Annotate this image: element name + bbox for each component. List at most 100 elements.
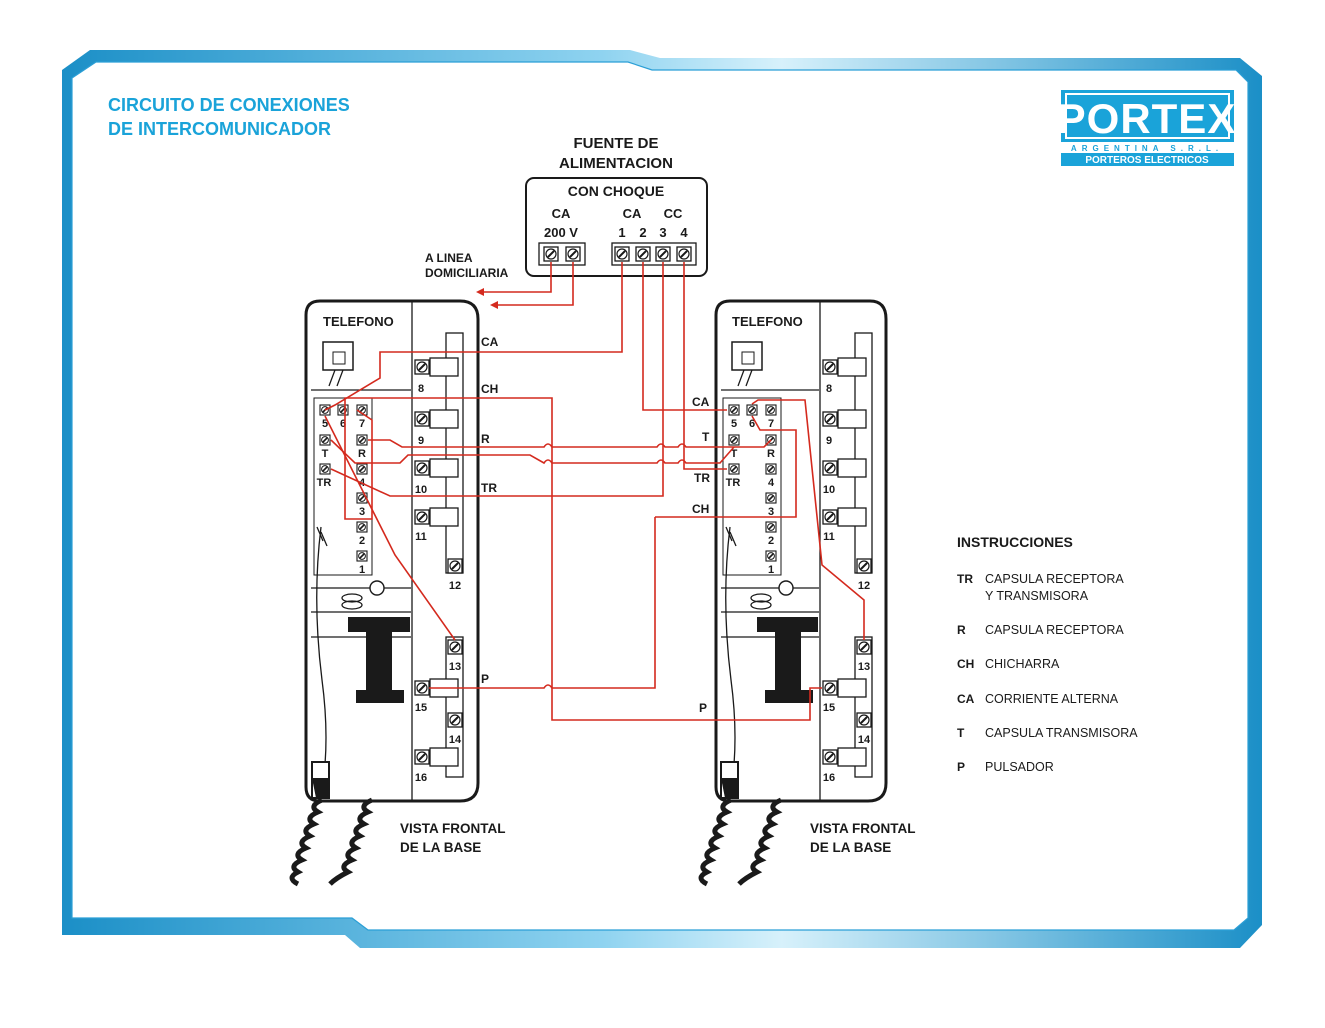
right-terminal-8-label: 8 xyxy=(826,383,832,395)
right-wire-label-ch: CH xyxy=(692,502,709,516)
left-terminal-11-label: 11 xyxy=(415,531,427,543)
wire-tr-left xyxy=(330,262,664,497)
left-terminal-tr-label: TR xyxy=(317,477,332,489)
right-wire-label-tr: TR xyxy=(694,471,710,485)
instruction-text-r: CAPSULA RECEPTORA xyxy=(985,623,1124,637)
power-ca-label: CA xyxy=(552,206,571,221)
wire-ch-right xyxy=(655,415,797,518)
left-terminal-r-label: R xyxy=(358,448,366,460)
instruction-key-r: R xyxy=(957,623,966,637)
left-terminal-6 xyxy=(337,404,349,416)
right-wire-label-p: P xyxy=(699,701,707,715)
left-wire-label-tr: TR xyxy=(481,481,497,495)
right-terminal-3 xyxy=(765,492,777,504)
phone-right-caption-line2: DE LA BASE xyxy=(810,840,891,855)
left-terminal-9-label: 9 xyxy=(418,435,424,447)
portex-logo: PORTEX ARGENTINA S.R.L. PORTEROS ELECTRI… xyxy=(1058,90,1237,166)
left-terminal-13-label: 13 xyxy=(449,661,461,673)
power-voltage-label: 200 V xyxy=(544,225,578,240)
instructions-heading: INSTRUCCIONES xyxy=(957,534,1073,550)
instruction-key-ch: CH xyxy=(957,657,974,671)
right-terminal-5-label: 5 xyxy=(731,418,737,430)
power-supply-box-title: CON CHOQUE xyxy=(568,183,664,199)
left-terminal-12-label: 12 xyxy=(449,580,461,592)
power-screw-4 xyxy=(676,246,692,262)
left-terminal-r xyxy=(356,434,368,446)
wire-right-13 xyxy=(751,399,865,640)
instruction-text-ch: CHICHARRA xyxy=(985,657,1060,671)
left-terminal-1 xyxy=(356,550,368,562)
left-terminal-15-label: 15 xyxy=(415,702,427,714)
right-terminal-4 xyxy=(765,463,777,475)
right-terminal-t-label: T xyxy=(731,448,738,460)
power-screw-ac-b xyxy=(565,246,581,262)
right-terminal-1-label: 1 xyxy=(768,564,774,576)
right-terminal-2-label: 2 xyxy=(768,535,774,547)
left-terminal-1-label: 1 xyxy=(359,564,365,576)
wire-ch-left-loop xyxy=(344,409,373,520)
left-terminal-5-label: 5 xyxy=(322,418,328,430)
wire-ch-left xyxy=(344,397,822,721)
instruction-key-t: T xyxy=(957,726,965,740)
wire-tr-right xyxy=(683,262,727,470)
power-terminal-2-label: 2 xyxy=(639,225,646,240)
instruction-text-t: CAPSULA TRANSMISORA xyxy=(985,726,1138,740)
left-terminal-t-label: T xyxy=(322,448,329,460)
right-terminal-7-label: 7 xyxy=(768,418,774,430)
wire-r xyxy=(368,439,772,448)
left-wire-label-r: R xyxy=(481,432,490,446)
wire-ca-left xyxy=(324,262,623,411)
diagram-title-line1: CIRCUITO DE CONEXIONES xyxy=(108,95,350,115)
instruction-text-p: PULSADOR xyxy=(985,760,1054,774)
right-terminal-6 xyxy=(746,404,758,416)
power-supply: FUENTE DE ALIMENTACION CON CHOQUE CA 200… xyxy=(525,135,708,277)
right-terminal-tr xyxy=(728,463,740,475)
right-terminal-t xyxy=(728,434,740,446)
right-terminal-tr-label: TR xyxy=(726,477,741,489)
right-outer-terminals: 8 9 10 11 12 13 15 14 16 xyxy=(822,357,873,784)
mains-wires xyxy=(476,262,574,309)
phone-left-label: TELEFONO xyxy=(323,314,394,329)
instruction-text-ca: CORRIENTE ALTERNA xyxy=(985,692,1119,706)
left-wire-label-ch: CH xyxy=(481,382,498,396)
instruction-key-tr: TR xyxy=(957,572,973,586)
power-screw-ac-a xyxy=(543,246,559,262)
power-screw-2 xyxy=(635,246,651,262)
phone-right: TELEFONO 5 6 7 T R TR 4 3 xyxy=(698,299,916,887)
power-terminal-1-label: 1 xyxy=(618,225,625,240)
right-terminal-11-label: 11 xyxy=(823,531,835,543)
mains-label-line1: A LINEA xyxy=(425,251,473,265)
right-terminal-12-label: 12 xyxy=(858,580,870,592)
phone-left: TELEFONO 5 6 7 T R TR 4 xyxy=(289,299,506,887)
left-terminal-14-label: 14 xyxy=(449,734,462,746)
left-terminal-7-label: 7 xyxy=(359,418,365,430)
power-ca-right-label: CA xyxy=(623,206,642,221)
left-terminal-tr xyxy=(319,463,331,475)
right-terminal-13-label: 13 xyxy=(858,661,870,673)
phone-right-label: TELEFONO xyxy=(732,314,803,329)
logo-brand: PORTEX xyxy=(1058,95,1237,142)
right-terminal-16-label: 16 xyxy=(823,772,835,784)
wire-p-left xyxy=(429,517,656,689)
instruction-text-tr: CAPSULA RECEPTORA xyxy=(985,572,1124,586)
right-terminal-1 xyxy=(765,550,777,562)
right-terminal-r-label: R xyxy=(767,448,775,460)
instructions-legend: INSTRUCCIONES TR CAPSULA RECEPTORA Y TRA… xyxy=(957,534,1138,774)
left-terminal-2 xyxy=(356,521,368,533)
power-screw-3 xyxy=(655,246,671,262)
left-terminal-2-label: 2 xyxy=(359,535,365,547)
instruction-key-p: P xyxy=(957,760,965,774)
wire-left-13 xyxy=(324,415,456,641)
phone-right-caption-line1: VISTA FRONTAL xyxy=(810,821,916,836)
phone-left-caption-line1: VISTA FRONTAL xyxy=(400,821,506,836)
left-wire-label-ca: CA xyxy=(481,335,499,349)
power-supply-heading1: FUENTE DE xyxy=(573,135,658,152)
right-terminal-3-label: 3 xyxy=(768,506,774,518)
left-wire-label-p: P xyxy=(481,672,489,686)
instruction-text-tr-line2: Y TRANSMISORA xyxy=(985,589,1089,603)
power-supply-heading2: ALIMENTACION xyxy=(559,155,673,172)
right-wire-label-t: T xyxy=(702,430,710,444)
power-screw-1 xyxy=(614,246,630,262)
